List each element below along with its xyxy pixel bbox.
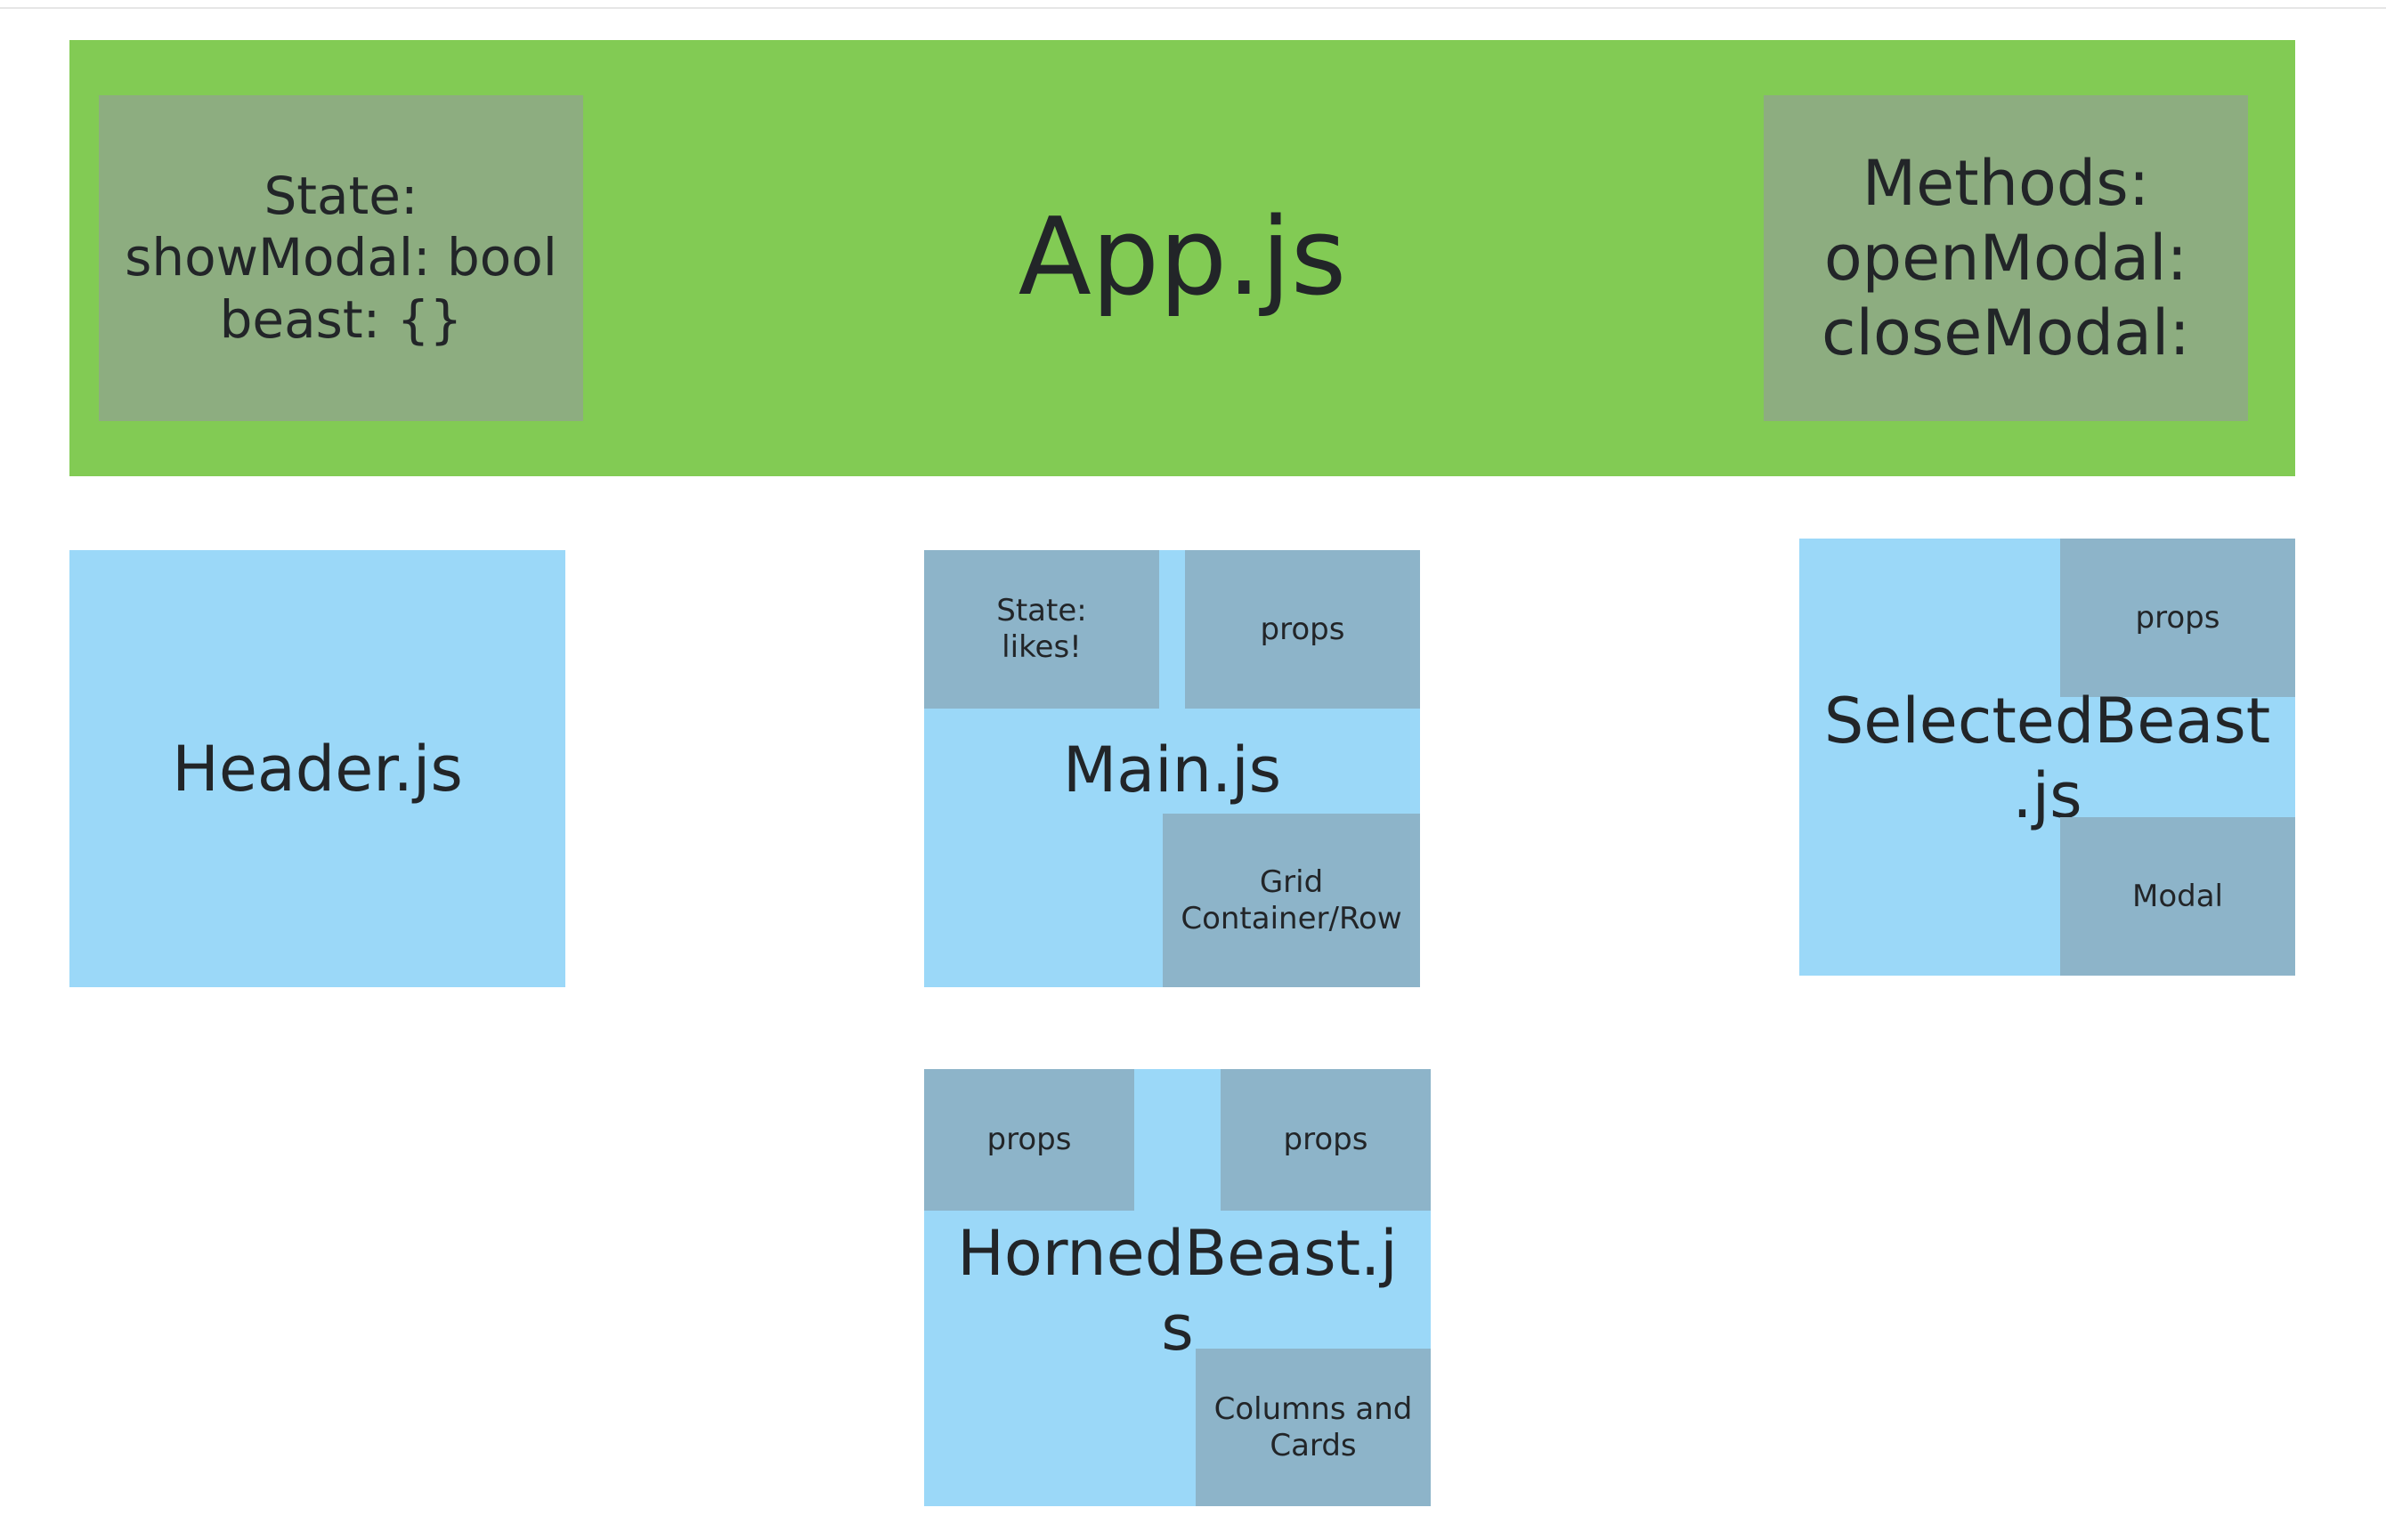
main-state-label: State: likes! [996,593,1087,665]
app-methods-note[interactable]: Methods: openModal: closeModal: [1764,95,2248,421]
main-state-note[interactable]: State: likes! [924,550,1159,709]
main-grid-note[interactable]: Grid Container/Row [1163,814,1420,987]
header-component-box[interactable]: Header.js [69,550,565,987]
selected-beast-title: SelectedBeast .js [1823,685,2271,832]
selected-beast-modal-note[interactable]: Modal [2060,817,2295,976]
app-state-label: State: showModal: bool beast: {} [125,165,557,350]
horned-beast-props-left-label: props [986,1122,1072,1158]
main-grid-label: Grid Container/Row [1181,863,1402,936]
app-methods-label: Methods: openModal: closeModal: [1822,147,2190,369]
horned-beast-columns-label: Columns and Cards [1213,1390,1413,1463]
horned-beast-columns-note[interactable]: Columns and Cards [1196,1349,1431,1506]
horned-beast-props-left-note[interactable]: props [924,1069,1134,1211]
header-title: Header.js [172,732,463,806]
horned-beast-title: HornedBeast.j s [957,1217,1398,1365]
main-props-note[interactable]: props [1185,550,1420,709]
top-divider [0,7,2386,9]
app-state-note[interactable]: State: showModal: bool beast: {} [99,95,583,421]
selected-beast-props-note[interactable]: props [2060,539,2295,697]
main-props-label: props [1260,611,1345,647]
app-title: App.js [1018,196,1347,320]
main-title: Main.js [1062,734,1282,806]
selected-beast-modal-label: Modal [2132,878,2223,914]
horned-beast-props-right-note[interactable]: props [1221,1069,1431,1211]
selected-beast-props-label: props [2135,599,2220,636]
horned-beast-props-right-label: props [1283,1122,1368,1158]
